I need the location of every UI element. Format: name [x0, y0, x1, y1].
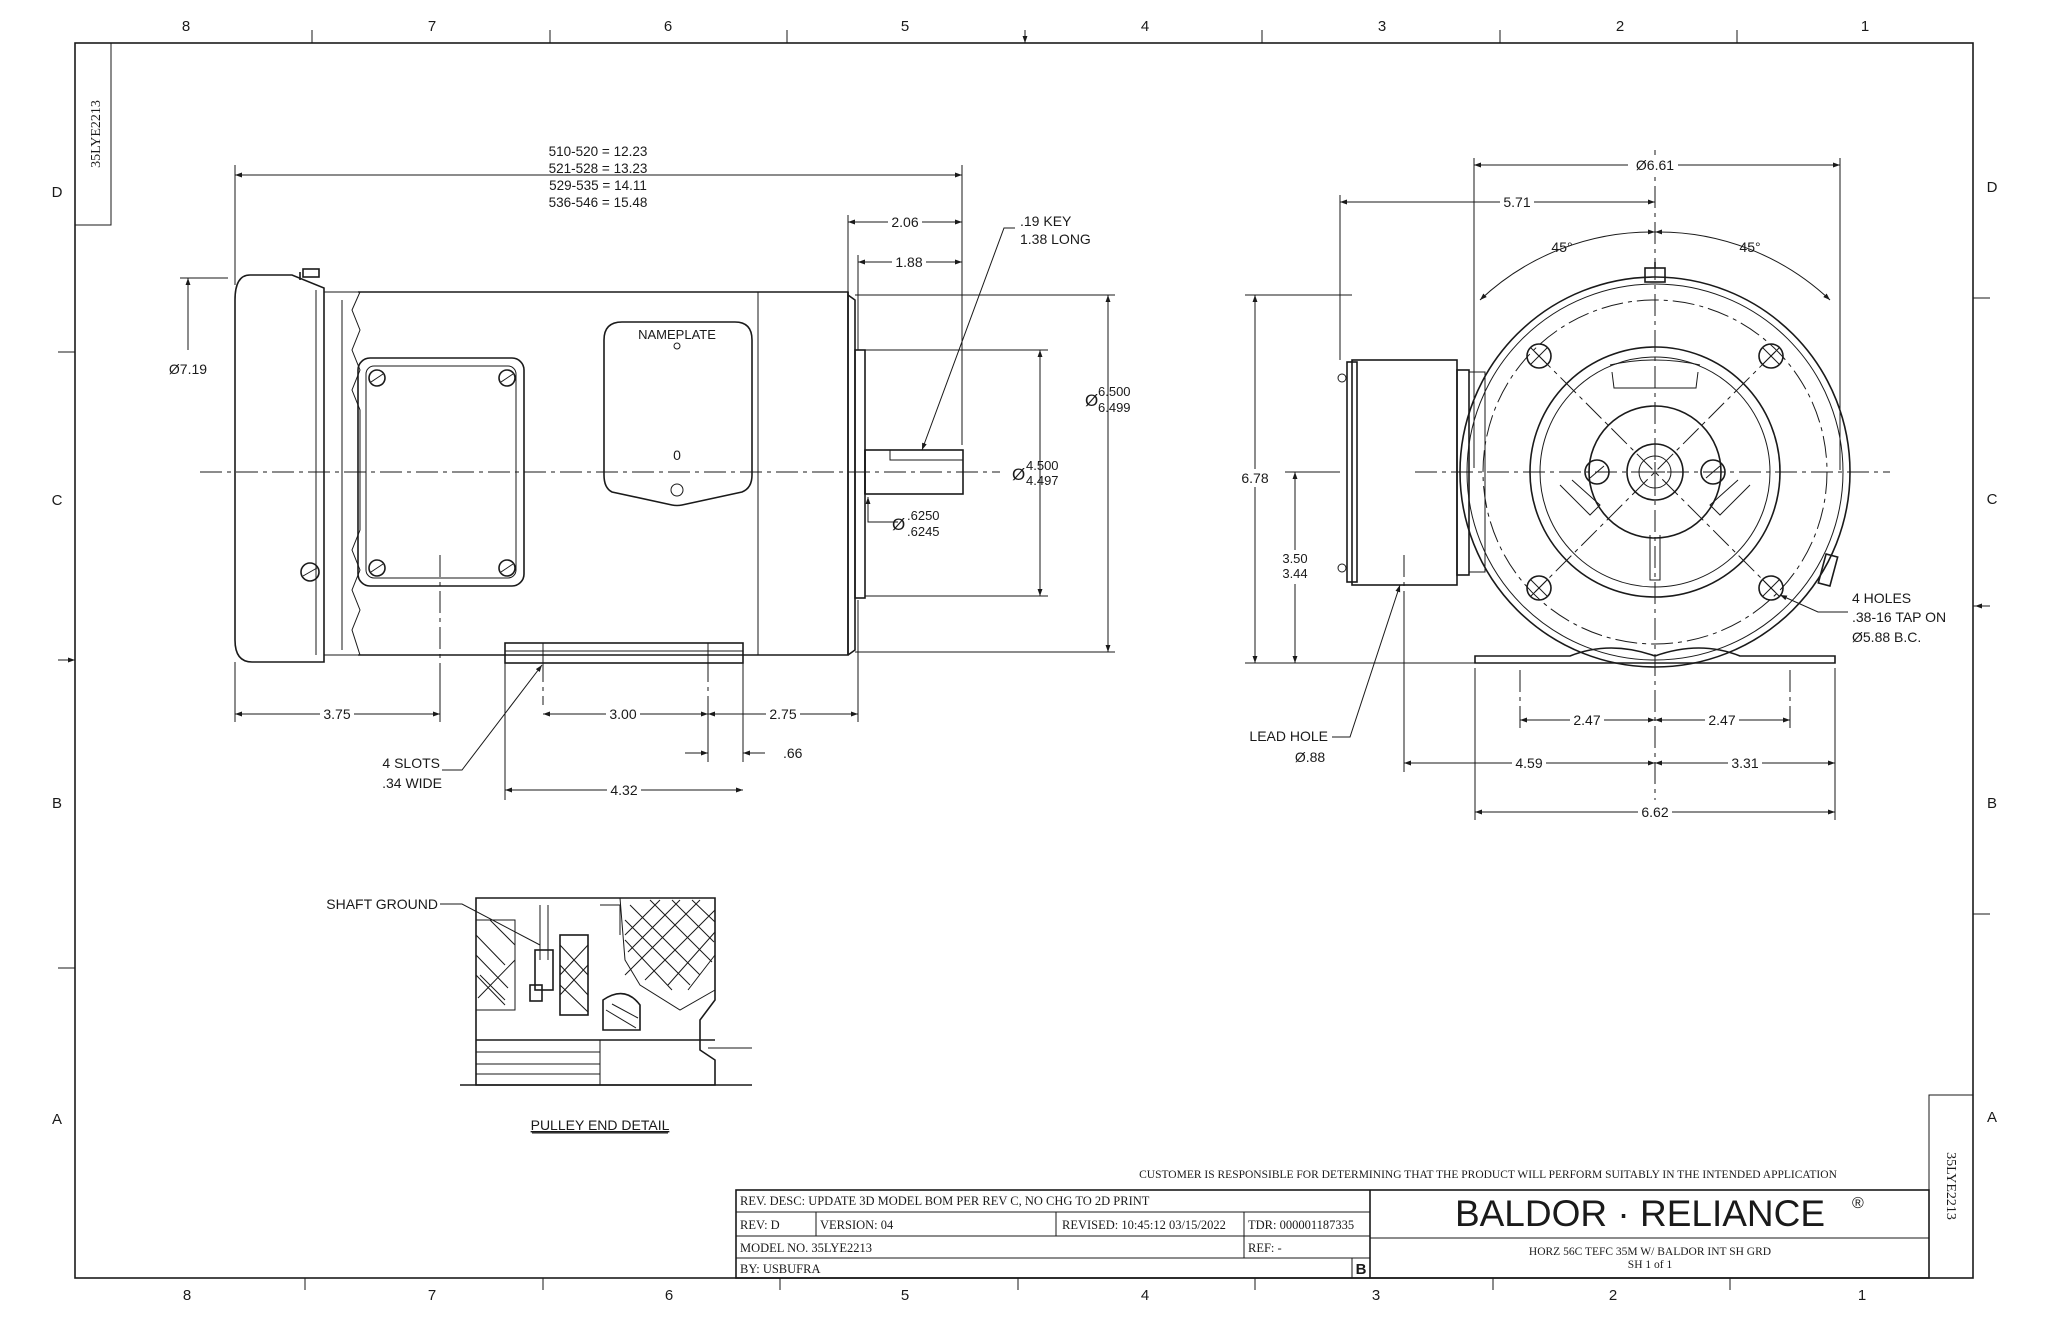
- drawing-id-top-left: 35LYE2213: [89, 100, 104, 168]
- dim-foot-spacing: 3.00: [609, 706, 636, 722]
- zone-col-bottom: 4: [1141, 1287, 1149, 1304]
- zone-row-right: A: [1987, 1109, 1997, 1126]
- zone-col-bottom: 7: [428, 1287, 436, 1304]
- dim-box-offset: 4.59: [1515, 755, 1542, 771]
- end-view: [1245, 150, 1890, 820]
- model-no: MODEL NO. 35LYE2213: [740, 1241, 872, 1255]
- motor-description: HORZ 56C TEFC 35M W/ BALDOR INT SH GRD: [1529, 1246, 1771, 1258]
- disclaimer: CUSTOMER IS RESPONSIBLE FOR DETERMINING …: [1139, 1169, 1837, 1181]
- dim-right-offset: 3.31: [1731, 755, 1758, 771]
- id-box-top-left: [74, 42, 112, 226]
- revised: REVISED: 10:45:12 03/15/2022: [1062, 1218, 1226, 1232]
- dim-angle-right: 45°: [1739, 239, 1760, 255]
- zone-row-left: C: [52, 492, 63, 509]
- dim-pilot-min: 6.499: [1098, 400, 1131, 415]
- holes-note: .38-16 TAP ON: [1852, 609, 1946, 625]
- side-view-labels: 510-520 = 12.23 521-528 = 13.23 529-535 …: [169, 144, 1131, 799]
- dim-pilot-max: 6.500: [1098, 384, 1131, 399]
- zone-row-right: B: [1987, 795, 1997, 812]
- dim-shaft-ext: 2.06: [891, 214, 918, 230]
- dim-base-width: 6.62: [1641, 804, 1668, 820]
- zone-col-bottom: 3: [1372, 1287, 1380, 1304]
- key-note: .19 KEY: [1020, 213, 1072, 229]
- rev: REV: D: [740, 1218, 780, 1232]
- detail-labels: SHAFT GROUND PULLEY END DETAIL: [326, 896, 670, 1134]
- zone-col-top: 5: [901, 18, 909, 35]
- version: VERSION: 04: [820, 1218, 894, 1232]
- zone-col-bottom: 1: [1858, 1287, 1866, 1304]
- drawing-size: B: [1356, 1261, 1367, 1278]
- dim-overall-height: 6.78: [1241, 470, 1268, 486]
- zone-row-right: C: [1987, 491, 1998, 508]
- ref: REF: -: [1248, 1241, 1282, 1255]
- zone-col-top: 4: [1141, 18, 1149, 35]
- brand-registered-mark: ®: [1852, 1195, 1864, 1212]
- dim-fan-to-mount: 3.75: [323, 706, 350, 722]
- pulley-end-detail: [440, 897, 752, 1086]
- zone-col-top: 1: [1861, 18, 1869, 35]
- lead-hole-note: LEAD HOLE: [1249, 728, 1328, 744]
- dim-shaft-max: .6250: [907, 508, 940, 523]
- dim-center-height-max: 3.50: [1282, 551, 1307, 566]
- dim-face-dia: Ø6.61: [1636, 157, 1674, 173]
- drawn-by: BY: USBUFRA: [740, 1262, 820, 1276]
- slots-note: 4 SLOTS: [382, 755, 440, 771]
- zone-col-top: 2: [1616, 18, 1624, 35]
- dim-center-height-min: 3.44: [1282, 566, 1307, 581]
- length-table-row: 510-520 = 12.23: [549, 144, 648, 159]
- rev-desc: REV. DESC: UPDATE 3D MODEL BOM PER REV C…: [740, 1194, 1150, 1208]
- drawing-id-bottom-right: 35LYE2213: [1943, 1152, 1958, 1220]
- zone-col-bottom: 8: [183, 1287, 191, 1304]
- dim-foot-length: 4.32: [610, 782, 637, 798]
- zone-row-right: D: [1987, 179, 1998, 196]
- zone-col-top: 7: [428, 18, 436, 35]
- dim-face-shaft: 1.88: [895, 254, 922, 270]
- dim-register-max: 4.500: [1026, 458, 1059, 473]
- detail-caption: PULLEY END DETAIL: [531, 1117, 670, 1133]
- zone-row-left: A: [52, 1111, 62, 1128]
- dim-foot-half-left: 2.47: [1573, 712, 1600, 728]
- key-note: 1.38 LONG: [1020, 231, 1091, 247]
- sheet-number: SH 1 of 1: [1628, 1259, 1673, 1271]
- title-block-text: CUSTOMER IS RESPONSIBLE FOR DETERMINING …: [740, 1169, 1864, 1278]
- length-table-row: 536-546 = 15.48: [549, 195, 648, 210]
- dim-angle-left: 45°: [1551, 239, 1572, 255]
- slots-note: .34 WIDE: [382, 775, 442, 791]
- brand-logo: BALDOR · RELIANCE: [1455, 1193, 1825, 1234]
- zone-labels: 8 7 6 5 4 3 2 1 8 7 6 5 4 3 2 1 D C B A …: [52, 18, 1998, 1304]
- dim-shaft-min: .6245: [907, 524, 940, 539]
- zone-row-left: D: [52, 184, 63, 201]
- dim-foot-to-face: 2.75: [769, 706, 796, 722]
- zone-col-bottom: 2: [1609, 1287, 1617, 1304]
- dim-foot-offset: .66: [783, 745, 803, 761]
- dim-register-min: 4.497: [1026, 473, 1059, 488]
- zone-col-top: 8: [182, 18, 190, 35]
- tdr: TDR: 000001187335: [1248, 1218, 1354, 1232]
- dim-shaft-symbol: Ø: [1012, 465, 1025, 484]
- nameplate-mark: 0: [673, 447, 681, 463]
- lead-hole-note: Ø.88: [1295, 749, 1326, 765]
- holes-note: Ø5.88 B.C.: [1852, 629, 1921, 645]
- length-table-row: 529-535 = 14.11: [549, 178, 647, 193]
- title-block: [735, 1189, 1930, 1279]
- length-table-row: 521-528 = 13.23: [549, 161, 648, 176]
- zone-col-top: 6: [664, 18, 672, 35]
- holes-note: 4 HOLES: [1852, 590, 1911, 606]
- zone-col-bottom: 5: [901, 1287, 909, 1304]
- dim-foot-half-right: 2.47: [1708, 712, 1735, 728]
- dim-bore-symbol: Ø: [892, 515, 905, 534]
- nameplate-label: NAMEPLATE: [638, 327, 716, 342]
- id-box-bottom-right: [1928, 1094, 1974, 1279]
- shaft-ground-label: SHAFT GROUND: [326, 896, 438, 912]
- zone-col-bottom: 6: [665, 1287, 673, 1304]
- zone-row-left: B: [52, 795, 62, 812]
- dim-frame-dia: Ø7.19: [169, 361, 207, 377]
- dim-box-to-center: 5.71: [1503, 194, 1530, 210]
- dim-pilot-symbol: Ø: [1085, 391, 1098, 410]
- side-view: [180, 165, 1115, 800]
- end-view-labels: Ø6.61 5.71 45° 45° 6.78 3.50 3.44 4 HOLE…: [1236, 155, 1946, 821]
- zone-col-top: 3: [1378, 18, 1386, 35]
